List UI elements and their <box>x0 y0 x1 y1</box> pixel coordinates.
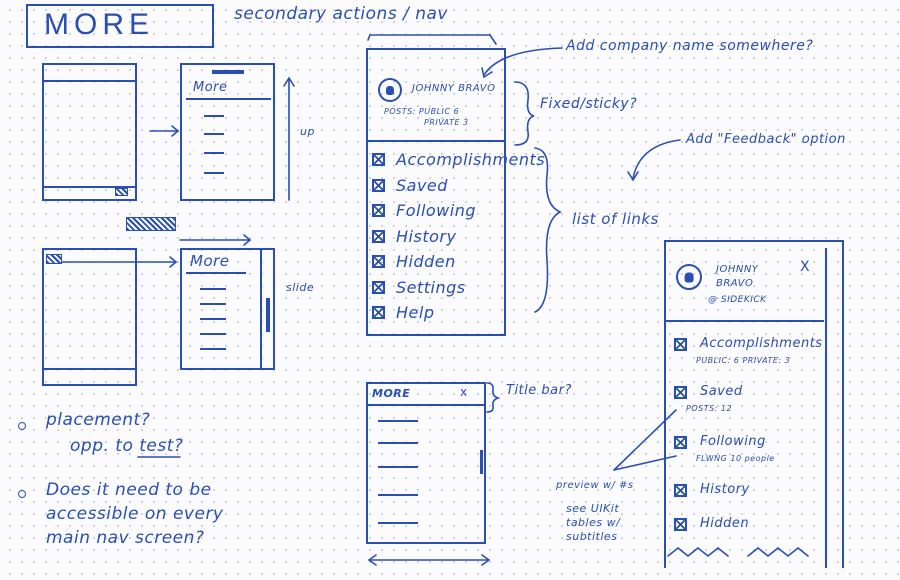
main-link-following: Following <box>396 201 476 220</box>
right-item-checkbox <box>674 338 687 351</box>
annotation-preview: preview w/ #s <box>556 480 634 491</box>
sketch-slide-header: More <box>190 252 230 270</box>
right-item-subtitle: POSTS: 12 <box>686 404 733 413</box>
avatar <box>378 78 402 102</box>
subtitle: secondary actions / nav <box>234 4 448 24</box>
main-name: JOHNNY BRAVO <box>412 83 496 94</box>
right-item-checkbox <box>674 518 687 531</box>
main-link-checkbox <box>372 280 385 294</box>
note-1-line-2: opp. to test? <box>70 436 184 456</box>
more-tab-icon-2 <box>46 254 62 264</box>
close-icon: x <box>460 385 468 399</box>
annotation-company: Add company name somewhere? <box>566 38 814 54</box>
up-label: up <box>300 125 315 138</box>
main-link-checkbox <box>372 178 385 192</box>
annotation-uikit-2: tables w/ <box>566 516 621 529</box>
main-link-settings: Settings <box>396 277 466 297</box>
annotation-feedback: Add "Feedback" option <box>686 132 846 147</box>
main-link-help: Help <box>396 303 435 322</box>
main-sketch-phone <box>366 48 506 336</box>
right-item-subtitle: FLWNG 10 people <box>696 454 775 463</box>
right-item-checkbox <box>674 436 687 449</box>
main-link-checkbox <box>372 306 385 319</box>
main-link-accomplishments: Accomplishments <box>396 150 546 169</box>
main-link-saved: Saved <box>396 175 448 195</box>
main-link-history: History <box>396 226 457 246</box>
right-avatar <box>676 264 702 290</box>
right-item-hidden: Hidden <box>700 516 750 531</box>
right-item-saved: Saved <box>700 384 743 399</box>
page-title: MORE <box>44 8 154 41</box>
annotation-list-links: list of links <box>572 210 659 228</box>
main-posts-private: PRIVATE 3 <box>424 118 469 127</box>
title-box <box>26 4 214 48</box>
sketch-up-panel <box>180 63 275 201</box>
main-link-checkbox <box>372 255 385 268</box>
slide-label: slide <box>286 281 315 294</box>
right-item-subtitle: PUBLIC: 6 PRIVATE: 3 <box>696 356 791 365</box>
note-1-line-1: placement? <box>46 410 151 430</box>
annotation-uikit-3: subtitles <box>566 530 618 543</box>
right-item-checkbox <box>674 484 687 497</box>
main-link-checkbox <box>372 204 385 217</box>
sketch-base-screen-2 <box>42 248 137 386</box>
note-bullet-1 <box>18 422 26 430</box>
right-sketch-panel <box>664 240 844 568</box>
scroll-handle-2 <box>480 450 483 474</box>
annotation-title-bar: Title bar? <box>506 383 572 398</box>
note-2-line-2: accessible on every <box>46 504 224 524</box>
bottom-sketch-panel <box>366 382 486 544</box>
main-posts-public: POSTS: PUBLIC 6 <box>384 107 460 116</box>
scroll-handle <box>266 298 270 332</box>
note-2-line-1: Does it need to be <box>46 480 212 500</box>
note-2-line-3: main nav screen? <box>46 528 205 548</box>
more-tab-icon <box>115 188 128 196</box>
sketch-base-screen-1 <box>42 63 137 201</box>
bottom-header: MORE <box>372 387 411 400</box>
main-link-hidden: Hidden <box>396 252 456 271</box>
right-handle: @ SIDEKICK <box>708 295 767 305</box>
sketch-up-header: More <box>193 80 228 95</box>
main-link-checkbox <box>372 229 385 243</box>
right-name-2: BRAVO <box>716 278 754 289</box>
right-name-1: JOHNNY <box>716 264 759 275</box>
right-close-icon: X <box>800 259 810 275</box>
right-item-history: History <box>700 482 750 497</box>
right-item-following: Following <box>700 434 766 449</box>
right-item-checkbox <box>674 386 687 399</box>
right-item-accomplishments: Accomplishments <box>700 336 823 351</box>
annotation-fixed: Fixed/sticky? <box>540 96 638 112</box>
main-link-checkbox <box>372 153 385 166</box>
annotation-uikit-1: see UIKit <box>566 502 620 515</box>
note-bullet-2 <box>18 490 26 498</box>
sketch-slide-panel <box>180 248 275 370</box>
hamburger-icon-sketch <box>126 217 176 231</box>
